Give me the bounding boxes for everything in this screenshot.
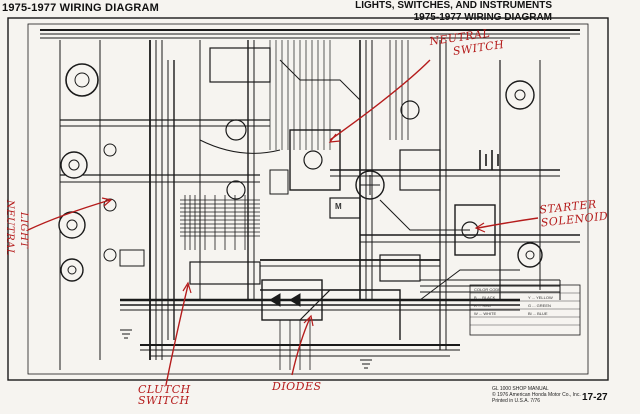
wire-harness xyxy=(40,29,580,370)
legend-line: Bl ... BLUE xyxy=(528,311,548,316)
motor-symbol-label: M xyxy=(335,202,342,211)
battery-symbol xyxy=(479,150,499,170)
legend-header: COLOR CODE xyxy=(474,287,501,292)
fuel-gauge xyxy=(355,170,385,200)
rear-turn-lamp-right xyxy=(517,242,543,268)
legend-line: R ... RED xyxy=(474,303,491,308)
footer-copyright: © 1976 American Honda Motor Co., Inc. xyxy=(492,392,581,398)
footer-credits: GL 1000 SHOP MANUAL © 1976 American Hond… xyxy=(492,386,581,404)
annotation-neutral-light-2: LIGHT xyxy=(18,212,29,249)
annotation-diodes: DIODES xyxy=(272,380,322,393)
combination-switch xyxy=(209,47,271,83)
starter-solenoid-arrow xyxy=(477,217,539,229)
tail-lamp-right xyxy=(505,80,535,110)
neutral-light-arrow xyxy=(27,199,111,231)
diode-block xyxy=(261,279,323,321)
left-lamps xyxy=(58,63,117,282)
clutch-switch-arrow xyxy=(165,284,189,386)
page-number: 17-27 xyxy=(582,392,608,403)
neutral-switch-box xyxy=(289,129,341,191)
annotation-neutral-light-1: NEUTRAL xyxy=(4,200,15,257)
section-title: LIGHTS, SWITCHES, AND INSTRUMENTS xyxy=(355,0,552,11)
legend-line: B ... BLACK xyxy=(474,295,496,300)
page-title-left: 1975-1977 WIRING DIAGRAM xyxy=(2,2,160,14)
components xyxy=(119,47,543,369)
neutral-switch-arrow xyxy=(329,59,431,141)
color-code-legend xyxy=(469,284,581,336)
legend-line: G ... GREEN xyxy=(528,303,551,308)
starter-solenoid-box xyxy=(454,204,496,256)
diagram-frame xyxy=(7,17,609,381)
footer-printed: Printed in U.S.A. 7/76 xyxy=(492,398,541,404)
legend-line: Y ... YELLOW xyxy=(528,295,553,300)
diodes-arrow xyxy=(291,317,311,376)
relay-block xyxy=(399,149,441,191)
annotation-text: CLUTCH xyxy=(138,383,191,396)
starter-motor-box xyxy=(329,197,361,219)
inner-frame xyxy=(27,23,589,375)
clutch-switch-box xyxy=(189,261,261,285)
legend-line: W ... WHITE xyxy=(474,311,497,316)
annotation-arrows xyxy=(27,59,539,386)
annotation-clutch-switch: CLUTCH SWITCH xyxy=(138,384,191,406)
annotation-text: SWITCH xyxy=(138,394,190,407)
footer-manual: GL 1000 SHOP MANUAL xyxy=(492,386,549,392)
